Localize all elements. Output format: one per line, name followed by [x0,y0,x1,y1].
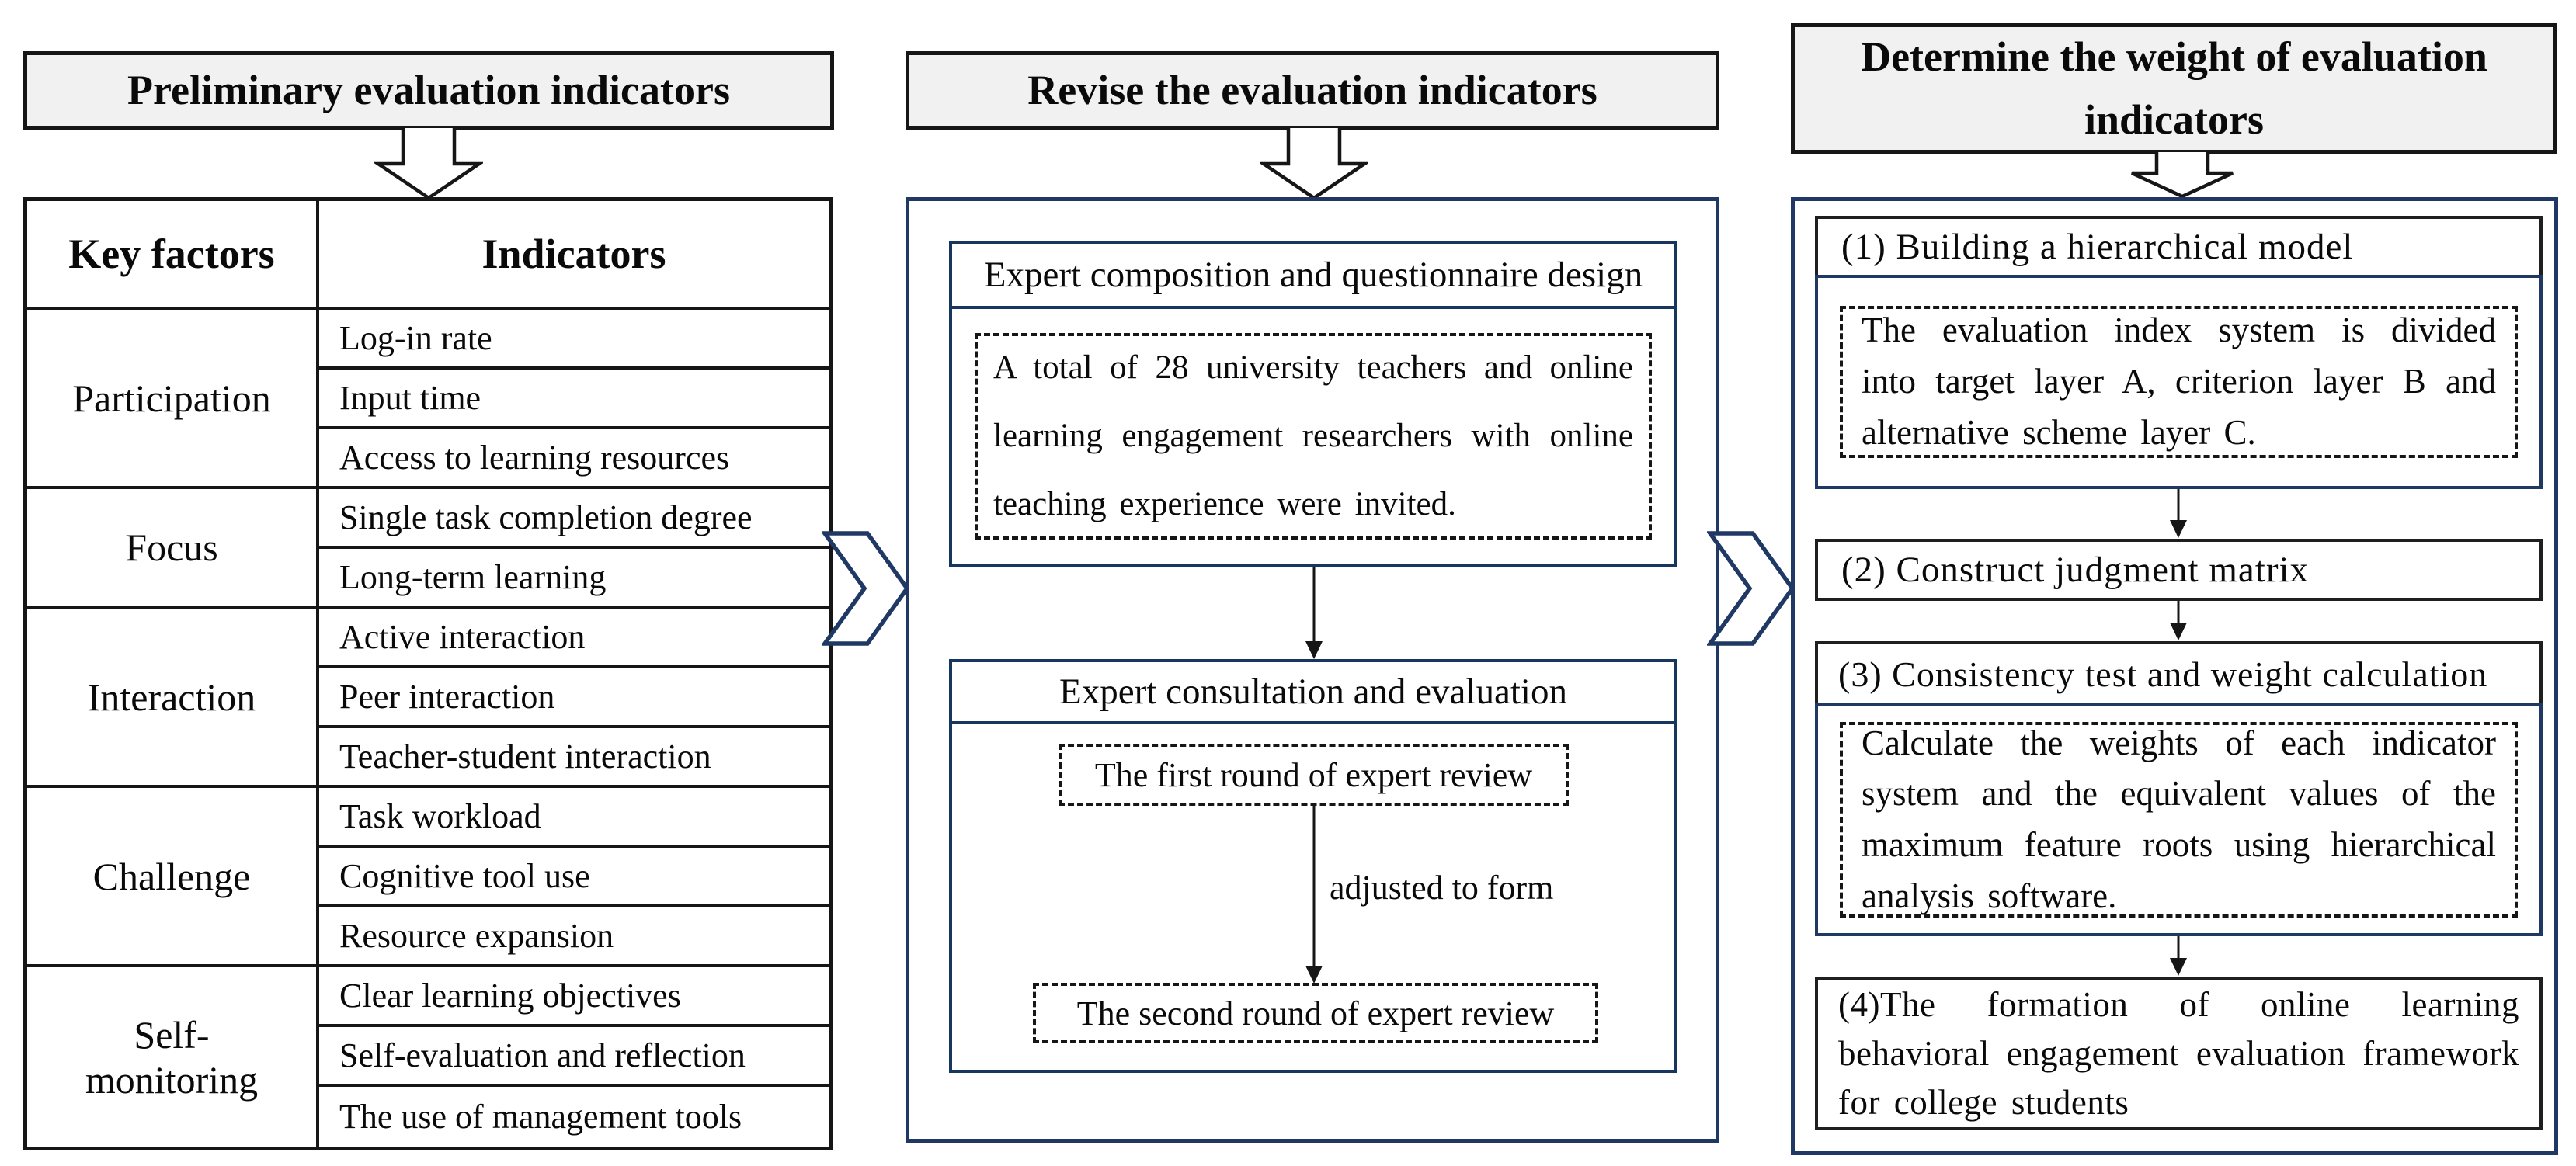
indicator-cell: Self-evaluation and reflection [319,1027,829,1087]
second-round-label: The second round of expert review [1076,994,1555,1032]
stage2-box1-content: A total of 28 university teachers and on… [949,306,1677,567]
factor-cell-focus: Focus [27,489,319,609]
indicator-cell: Access to learning resources [319,429,829,489]
stage1-header: Preliminary evaluation indicators [23,51,834,130]
factor-cell-self-monitoring: Self-monitoring [27,967,319,1147]
adjusted-to-form-text: adjusted to form [1330,869,1554,907]
stage2-header-label: Revise the evaluation indicators [1027,67,1597,113]
step3-text: Calculate the weights of each indicator … [1862,723,2496,915]
indicator-label: Log-in rate [339,319,492,357]
stage2-box1-title-label: Expert composition and questionnaire des… [983,255,1643,295]
step1-text: The evaluation index system is divided i… [1862,311,2496,452]
chevron-right-icon [1707,531,1796,646]
step2-title-box: (2) Construct judgment matrix [1815,539,2543,601]
indicator-label: Clear learning objectives [339,977,681,1015]
down-block-arrow-icon [2131,152,2234,199]
indicator-cell: Active interaction [319,609,829,668]
factor-cell-participation: Participation [27,310,319,489]
step1-title-box: (1) Building a hierarchical model [1815,216,2543,278]
step1-dashed-box: The evaluation index system is divided i… [1840,306,2518,458]
indicator-label: Single task completion degree [339,498,753,536]
step2-title-label: (2) Construct judgment matrix [1841,550,2310,590]
stage2-box1-text: A total of 28 university teachers and on… [993,349,1633,523]
chevron-right-icon [822,531,910,646]
factor-label: Self-monitoring [85,1012,259,1102]
flow-arrow-down-icon [1305,567,1323,659]
indicator-cell: The use of management tools [319,1087,829,1147]
factor-label: Challenge [92,854,251,898]
factor-cell-interaction: Interaction [27,609,319,788]
indicator-cell: Input time [319,370,829,429]
indicator-cell: Task workload [319,788,829,848]
stage3-header-label: Determine the weight of evaluation indic… [1861,33,2487,143]
indicator-label: The use of management tools [339,1098,742,1136]
flow-arrow-down-icon [2170,489,2187,538]
factor-label: Interaction [87,675,256,719]
indicator-label: Peer interaction [339,678,555,716]
indicator-label: Task workload [339,797,541,835]
indicator-label: Long-term learning [339,558,607,596]
key-factors-header-label: Key factors [68,231,275,277]
indicator-cell: Log-in rate [319,310,829,370]
table-header-key-factors: Key factors [27,201,319,310]
indicator-cell: Cognitive tool use [319,848,829,907]
stage2-box2-title-label: Expert consultation and evaluation [1059,671,1567,712]
step1-title-label: (1) Building a hierarchical model [1841,227,2354,267]
step4-text: (4)The formation of online learning beha… [1838,984,2519,1122]
step1-content-box: The evaluation index system is divided i… [1815,275,2543,489]
indicator-label: Teacher-student interaction [339,737,711,776]
factor-cell-challenge: Challenge [27,788,319,967]
stage2-box1-title: Expert composition and questionnaire des… [949,241,1677,309]
adjusted-to-form-label: adjusted to form [1330,868,1553,907]
stage3-header: Determine the weight of evaluation indic… [1791,23,2557,154]
flow-arrow-down-icon [2170,936,2187,976]
factor-label: Participation [72,376,271,420]
indicator-cell: Teacher-student interaction [319,728,829,788]
flow-arrow-down-icon [1305,806,1323,984]
down-block-arrow-icon [374,128,483,200]
indicators-header-label: Indicators [481,231,666,277]
indicator-label: Input time [339,379,481,417]
first-round-label: The first round of expert review [1094,755,1533,794]
step3-dashed-box: Calculate the weights of each indicator … [1840,722,2518,918]
indicator-label: Active interaction [339,618,586,656]
step3-content-box: Calculate the weights of each indicator … [1815,703,2543,936]
step3-title-box: (3) Consistency test and weight calculat… [1815,641,2543,706]
indicator-cell: Clear learning objectives [319,967,829,1027]
indicator-label: Cognitive tool use [339,857,590,895]
table-header-indicators: Indicators [319,201,829,310]
flow-arrow-down-icon [2170,601,2187,640]
down-block-arrow-icon [1260,128,1368,200]
first-round-dashed-box: The first round of expert review [1059,744,1569,806]
indicator-label: Access to learning resources [339,439,730,477]
step4-box: (4)The formation of online learning beha… [1815,977,2543,1130]
indicator-cell: Peer interaction [319,668,829,728]
indicator-cell: Single task completion degree [319,489,829,549]
second-round-dashed-box: The second round of expert review [1033,983,1598,1043]
step3-title-label: (3) Consistency test and weight calculat… [1838,654,2488,694]
stage2-box2-title: Expert consultation and evaluation [949,659,1677,724]
indicator-label: Self-evaluation and reflection [339,1036,746,1074]
preliminary-indicators-table: Key factors Indicators Participation Log… [23,197,833,1150]
stage1-header-label: Preliminary evaluation indicators [127,67,730,113]
stage2-box1-dashed: A total of 28 university teachers and on… [975,333,1652,540]
stage2-header: Revise the evaluation indicators [906,51,1719,130]
indicator-cell: Long-term learning [319,549,829,609]
factor-label: Focus [125,526,218,569]
indicator-label: Resource expansion [339,917,614,955]
indicator-cell: Resource expansion [319,907,829,967]
